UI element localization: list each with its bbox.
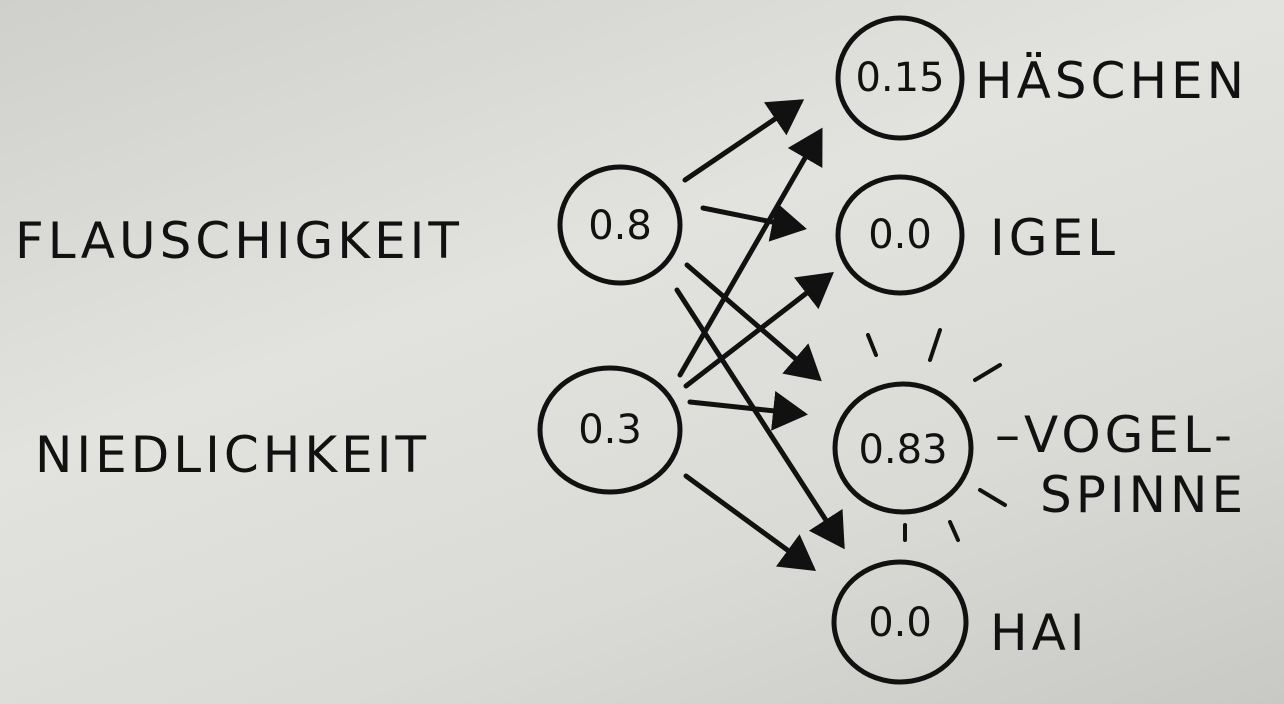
output-node-haeschen	[835, 15, 965, 141]
output-label-vogelspinne-line1: –VOGEL-	[995, 406, 1236, 464]
output-label-vogelspinne-line2: SPINNE	[1040, 466, 1247, 524]
output-label-haeschen: HÄSCHEN	[975, 52, 1248, 110]
output-node-hai	[831, 559, 969, 685]
connections	[674, 99, 845, 571]
input-value-flauschigkeit: 0.8	[588, 203, 652, 249]
arrow-flauschigkeit-vogelspinne	[684, 262, 822, 382]
input-value-niedlichkeit: 0.3	[578, 407, 642, 453]
input-layer: FLAUSCHIGKEIT 0.8 NIEDLICHKEIT 0.3	[15, 164, 683, 495]
output-value-haeschen: 0.15	[855, 55, 944, 101]
arrow-niedlichkeit-vogelspinne	[687, 390, 808, 431]
output-label-hai: HAI	[990, 604, 1089, 662]
arrow-flauschigkeit-igel	[700, 202, 807, 242]
arrow-flauschigkeit-haeschen	[682, 99, 805, 183]
input-label-niedlichkeit: NIEDLICHKEIT	[35, 426, 430, 484]
input-node-niedlichkeit	[537, 365, 683, 495]
output-layer: 0.15 HÄSCHEN 0.0 IGEL 0.83 –VOGEL- SPINN…	[831, 15, 1248, 685]
output-value-vogelspinne: 0.83	[858, 427, 947, 473]
output-label-igel: IGEL	[990, 209, 1119, 267]
output-node-igel	[835, 174, 965, 296]
input-node-flauschigkeit	[557, 164, 683, 286]
arrow-niedlichkeit-igel	[683, 271, 834, 389]
output-value-igel: 0.0	[868, 212, 932, 258]
output-value-hai: 0.0	[868, 600, 932, 646]
arrow-niedlichkeit-haeschen	[677, 127, 823, 378]
output-node-vogelspinne	[832, 381, 974, 515]
highlight-rays	[866, 328, 1007, 542]
arrow-niedlichkeit-hai	[683, 473, 817, 571]
input-label-flauschigkeit: FLAUSCHIGKEIT	[15, 212, 463, 270]
